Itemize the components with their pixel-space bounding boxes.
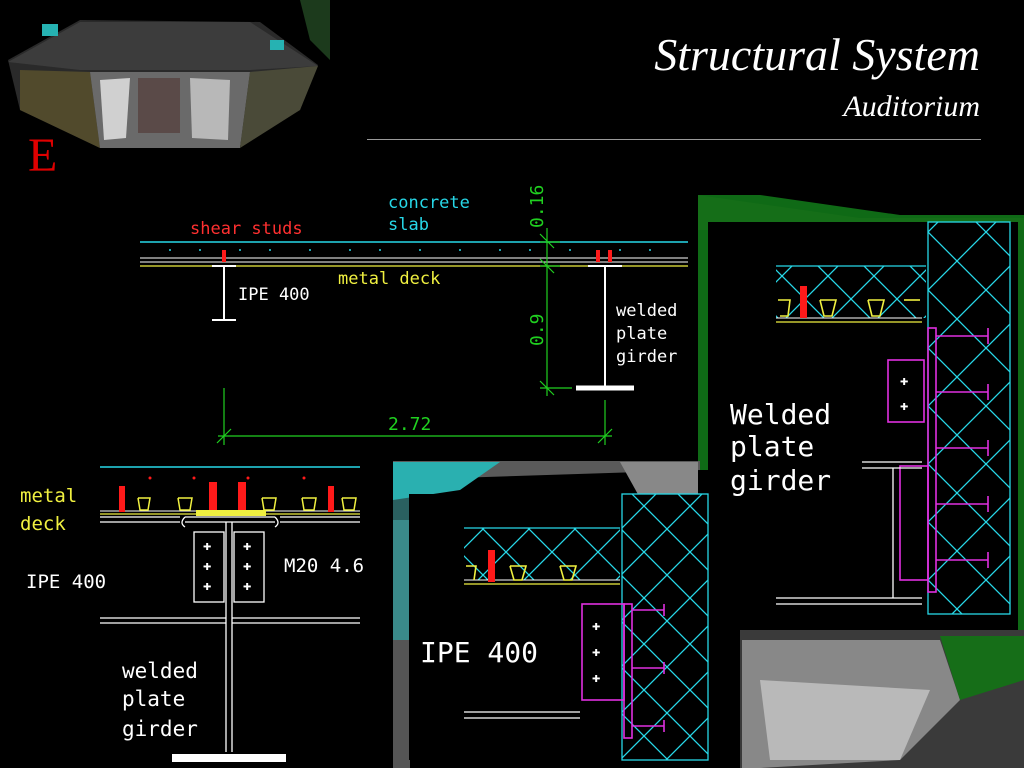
svg-text:✚: ✚ xyxy=(592,644,600,660)
detail-girder-line2: plate xyxy=(122,687,185,711)
girder-edge-label-line1: Welded xyxy=(730,398,831,431)
metal-deck-label: metal deck xyxy=(338,269,440,289)
girder-label-line1: welded xyxy=(616,301,677,321)
svg-text:✚: ✚ xyxy=(243,538,251,554)
shear-studs-detail xyxy=(119,476,334,512)
detail-deck-label: deck xyxy=(20,513,66,535)
girder-edge-label-line3: girder xyxy=(730,464,831,497)
svg-text:✚: ✚ xyxy=(592,618,600,634)
building-render xyxy=(0,0,330,160)
shear-stud xyxy=(222,250,226,262)
shear-studs-label: shear studs xyxy=(190,219,303,239)
wall-hatch xyxy=(927,221,1011,615)
shear-stud xyxy=(608,250,612,262)
shear-connectors xyxy=(936,328,989,568)
girder-edge-label-line2: plate xyxy=(730,430,814,463)
concrete-label-line2: slab xyxy=(388,215,429,235)
svg-text:✚: ✚ xyxy=(900,398,908,414)
detail-ipe-label: IPE 400 xyxy=(26,571,106,593)
span-dimension-label: 2.72 xyxy=(388,414,431,435)
svg-text:✚: ✚ xyxy=(203,558,211,574)
detail-bolt-label: M20 4.6 xyxy=(284,555,364,577)
deck-ribs xyxy=(137,497,357,511)
slide-title: Structural System xyxy=(654,29,980,80)
ipe-400-beam-section xyxy=(212,265,236,321)
detail-girder-line1: welded xyxy=(122,659,198,683)
slide-subtitle: Auditorium xyxy=(843,90,980,123)
svg-text:✚: ✚ xyxy=(203,578,211,594)
welded-plate-girder-section xyxy=(576,265,634,391)
shear-stud xyxy=(596,250,600,262)
girder-detail xyxy=(100,516,360,752)
slab-dimension-label: 0.16 xyxy=(527,185,548,228)
slab-aggregate-dots xyxy=(169,249,651,251)
span-dimension xyxy=(216,388,613,445)
detail-metal-label: metal xyxy=(20,485,77,507)
svg-text:✚: ✚ xyxy=(243,578,251,594)
ipe-400-label: IPE 400 xyxy=(238,285,310,305)
title-divider xyxy=(367,139,981,140)
svg-text:✚: ✚ xyxy=(243,558,251,574)
svg-text:✚: ✚ xyxy=(203,538,211,554)
svg-text:✚: ✚ xyxy=(900,373,908,389)
girder-label-line3: girder xyxy=(616,347,677,367)
detail-girder-line3: girder xyxy=(122,717,198,741)
bolts-detail: ✚ ✚ ✚ ✚ ✚ ✚ xyxy=(203,538,251,594)
concrete-label-line1: concrete xyxy=(388,193,470,213)
beam-edge-label: IPE 400 xyxy=(420,636,538,669)
vertical-dimension xyxy=(539,228,572,396)
girder-dimension-label: 0.9 xyxy=(527,313,548,346)
girder-label-line2: plate xyxy=(616,324,667,344)
svg-text:✚: ✚ xyxy=(592,670,600,686)
beam-render-background xyxy=(393,461,700,768)
section-letter: E xyxy=(28,129,58,182)
